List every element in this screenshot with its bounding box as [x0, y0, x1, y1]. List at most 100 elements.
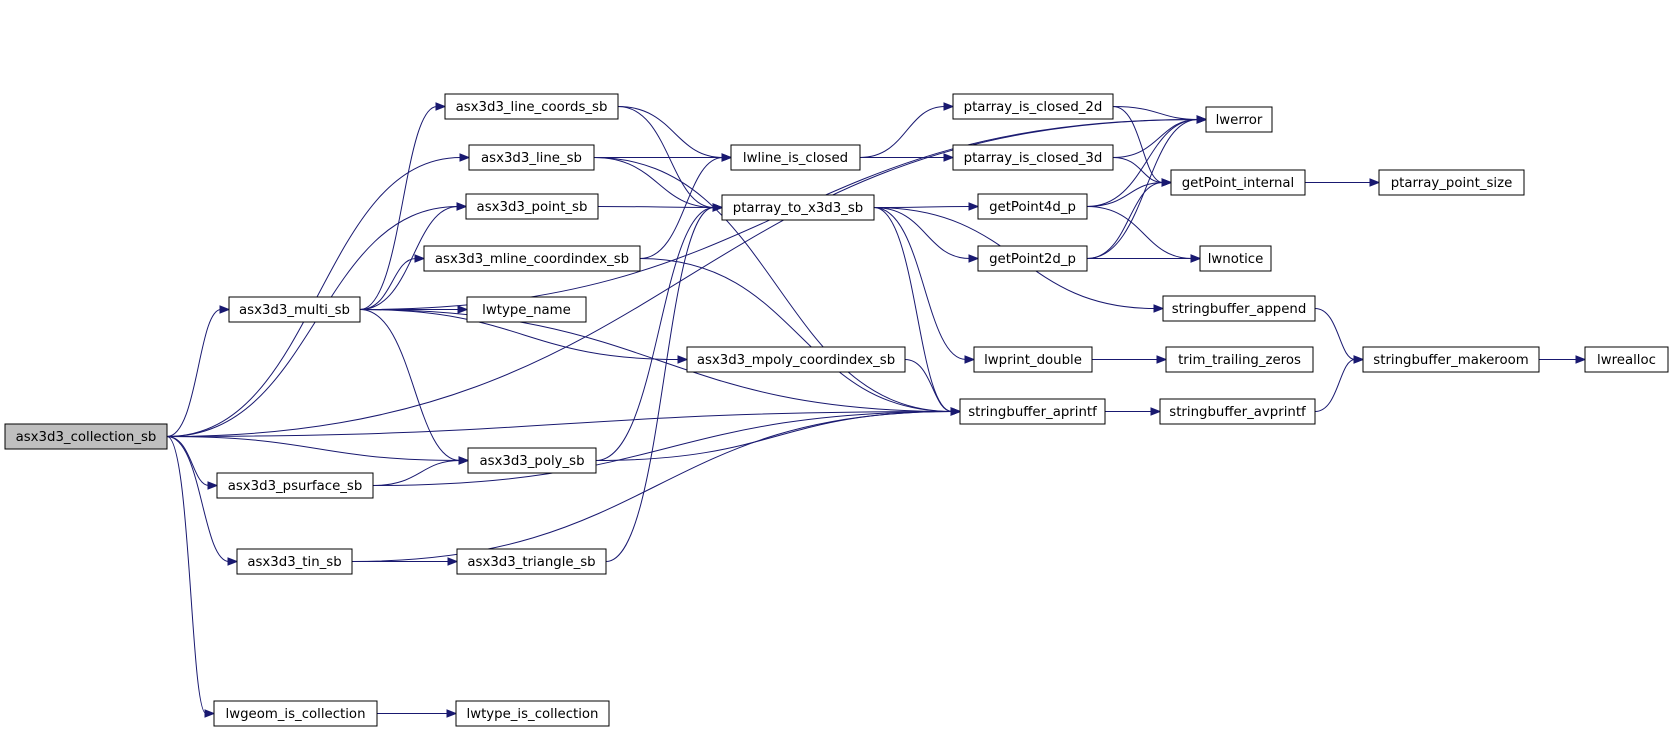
edge-line: [595, 207, 715, 461]
edge-asx3d3_multi_sb-to-asx3d3_mpoly_coordindex_sb: [359, 309, 689, 364]
node-asx3d3-line-coords-sb[interactable]: asx3d3_line_coords_sb: [444, 93, 619, 120]
node-box: [1205, 106, 1273, 133]
edge-line: [1112, 106, 1199, 120]
edge-asx3d3_mline_coordindex_sb-to-lwline_is_closed: [639, 153, 733, 259]
node-asx3d3-psurface-sb[interactable]: asx3d3_psurface_sb: [216, 472, 374, 499]
edge-line: [1086, 182, 1164, 207]
edge-arrowhead: [207, 481, 219, 490]
node-stringbuffer-makeroom[interactable]: stringbuffer_makeroom: [1362, 346, 1540, 373]
edge-asx3d3_line_sb-to-ptarray_to_x3d3_sb: [593, 157, 724, 212]
node-label: getPoint2d_p: [989, 252, 1076, 267]
edge-arrowhead: [964, 355, 976, 364]
node-label: ptarray_to_x3d3_sb: [733, 201, 863, 216]
node-lwnotice[interactable]: lwnotice: [1199, 245, 1272, 272]
edge-asx3d3_line_coords_sb-to-ptarray_to_x3d3_sb: [617, 106, 724, 212]
node-trim-trailing-zeros[interactable]: trim_trailing_zeros: [1165, 346, 1314, 373]
edge-asx3d3_collection_sb-to-lwgeom_is_collection: [166, 436, 216, 718]
edge-asx3d3_multi_sb-to-asx3d3_poly_sb: [359, 309, 470, 465]
node-asx3d3-triangle-sb[interactable]: asx3d3_triangle_sb: [456, 548, 607, 575]
edge-line: [166, 436, 230, 562]
node-asx3d3-tin-sb[interactable]: asx3d3_tin_sb: [236, 548, 353, 575]
node-ptarray-point-size[interactable]: ptarray_point_size: [1378, 169, 1525, 196]
edge-line: [859, 106, 946, 158]
node-box: [236, 548, 353, 575]
node-label: lwprint_double: [984, 353, 1082, 368]
node-asx3d3-mpoly-coordindex-sb[interactable]: asx3d3_mpoly_coordindex_sb: [686, 346, 906, 373]
node-label: ptarray_is_closed_2d: [964, 100, 1103, 115]
node-label: lwtype_is_collection: [467, 707, 599, 722]
edge-line: [359, 309, 461, 461]
node-lwtype-name[interactable]: lwtype_name: [466, 296, 587, 323]
node-getPoint2d-p[interactable]: getPoint2d_p: [977, 245, 1088, 272]
edge-line: [166, 436, 461, 461]
node-label: asx3d3_collection_sb: [16, 430, 157, 445]
node-asx3d3-line-sb[interactable]: asx3d3_line_sb: [468, 144, 595, 171]
node-box: [1159, 398, 1316, 425]
edge-asx3d3_collection_sb-to-stringbuffer_aprintf: [166, 407, 962, 437]
node-label: lwrealloc: [1597, 353, 1656, 368]
edge-asx3d3_multi_sb-to-asx3d3_mline_coordindex_sb: [359, 254, 426, 310]
edge-asx3d3_collection_sb-to-asx3d3_multi_sb: [166, 305, 231, 437]
node-asx3d3-poly-sb[interactable]: asx3d3_poly_sb: [467, 447, 597, 474]
node-stringbuffer-append[interactable]: stringbuffer_append: [1162, 295, 1316, 322]
node-box: [973, 346, 1093, 373]
node-ptarray-is-closed-2d[interactable]: ptarray_is_closed_2d: [952, 93, 1114, 120]
node-asx3d3-multi-sb[interactable]: asx3d3_multi_sb: [228, 296, 361, 323]
edge-stringbuffer_makeroom-to-lwrealloc: [1538, 355, 1587, 364]
edge-line: [597, 206, 715, 208]
node-label: asx3d3_point_sb: [477, 200, 588, 215]
node-label: getPoint4d_p: [989, 200, 1076, 215]
node-lwtype-is-collection[interactable]: lwtype_is_collection: [455, 700, 610, 727]
edge-line: [593, 157, 953, 412]
node-label: ptarray_is_closed_3d: [964, 151, 1103, 166]
edge-line: [166, 411, 953, 437]
node-lwgeom-is-collection[interactable]: lwgeom_is_collection: [213, 700, 378, 727]
node-box: [444, 93, 619, 120]
node-box: [456, 548, 607, 575]
edge-arrowhead: [968, 254, 980, 263]
edge-arrowhead: [1196, 115, 1208, 124]
edge-arrowhead: [447, 557, 459, 566]
node-asx3d3-point-sb[interactable]: asx3d3_point_sb: [465, 193, 599, 220]
edge-line: [166, 436, 207, 714]
node-box: [1362, 346, 1540, 373]
node-layer: asx3d3_collection_sb lwerror asx3d3_line_s…: [4, 93, 1669, 727]
node-ptarray-to-x3d3-sb[interactable]: ptarray_to_x3d3_sb: [721, 194, 875, 221]
node-box: [977, 193, 1088, 220]
edge-getPoint2d_p-to-lwnotice: [1087, 254, 1202, 263]
node-getPoint4d-p[interactable]: getPoint4d_p: [977, 193, 1088, 220]
edge-line: [166, 119, 1199, 437]
node-label: asx3d3_mpoly_coordindex_sb: [697, 353, 895, 368]
edge-getPoint2d_p-to-lwerror: [1086, 115, 1208, 259]
node-ptarray-is-closed-3d[interactable]: ptarray_is_closed_3d: [952, 144, 1114, 171]
node-label: lwline_is_closed: [743, 151, 848, 166]
edge-ptarray_to_x3d3_sb-to-stringbuffer_aprintf: [873, 207, 962, 416]
edge-line: [873, 206, 971, 208]
node-asx3d3-collection-sb[interactable]: asx3d3_collection_sb: [4, 423, 168, 450]
node-lwline-is-closed[interactable]: lwline_is_closed: [730, 144, 861, 171]
node-lwrealloc[interactable]: lwrealloc: [1584, 346, 1669, 373]
node-stringbuffer-avprintf[interactable]: stringbuffer_avprintf: [1159, 398, 1316, 425]
node-stringbuffer-aprintf[interactable]: stringbuffer_aprintf: [959, 398, 1106, 425]
node-lwerror[interactable]: lwerror: [1205, 106, 1273, 133]
node-box: [216, 472, 374, 499]
edge-line: [166, 309, 222, 437]
node-box: [466, 296, 587, 323]
node-label: asx3d3_poly_sb: [479, 454, 584, 469]
edge-arrowhead: [950, 407, 962, 416]
node-box: [228, 296, 361, 323]
edge-line: [873, 207, 953, 412]
node-label: stringbuffer_makeroom: [1373, 353, 1528, 368]
edge-asx3d3_collection_sb-to-asx3d3_line_sb: [166, 153, 471, 437]
edge-arrowhead: [1150, 407, 1162, 416]
node-asx3d3-mline-coordindex-sb[interactable]: asx3d3_mline_coordindex_sb: [423, 245, 641, 272]
node-lwprint-double[interactable]: lwprint_double: [973, 346, 1093, 373]
node-label: ptarray_point_size: [1391, 176, 1513, 191]
edge-line: [639, 258, 953, 412]
node-label: asx3d3_triangle_sb: [467, 555, 595, 570]
edge-asx3d3_mline_coordindex_sb-to-stringbuffer_aprintf: [639, 258, 962, 416]
node-getPoint-internal[interactable]: getPoint_internal: [1170, 169, 1306, 196]
edge-line: [617, 106, 724, 158]
node-box: [1199, 245, 1272, 272]
edge-line: [639, 157, 724, 259]
